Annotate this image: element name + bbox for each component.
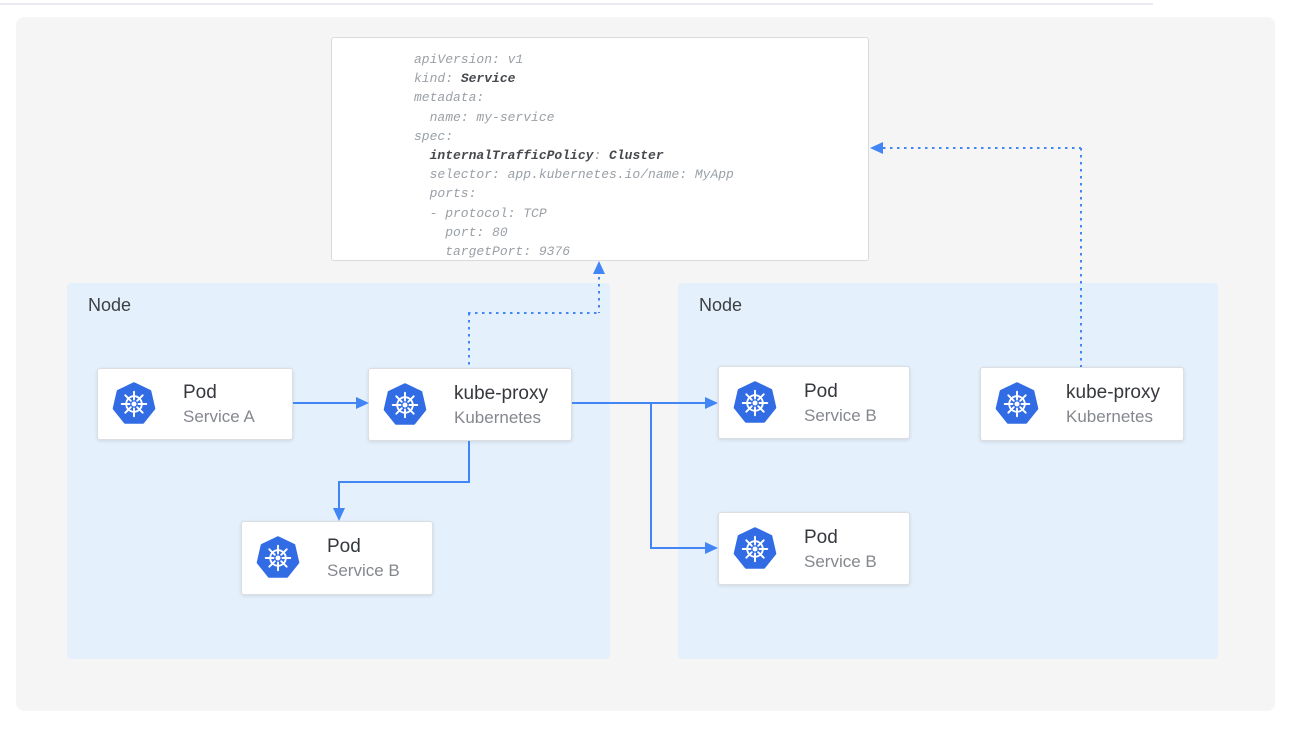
service-yaml-card: apiVersion: v1kind: Servicemetadata: nam… xyxy=(331,37,869,261)
yaml-code-line: kind: Service xyxy=(414,69,868,88)
card-subtitle: Service B xyxy=(327,560,400,581)
kubernetes-helm-icon xyxy=(733,527,777,571)
node-right: Node xyxy=(678,283,1218,659)
card-title: kube-proxy xyxy=(1066,381,1160,404)
yaml-code-line: ports: xyxy=(414,184,868,203)
yaml-code-block: apiVersion: v1kind: Servicemetadata: nam… xyxy=(414,50,868,261)
dotted-kube-proxy-right-up xyxy=(1080,148,1082,367)
card-subtitle: Kubernetes xyxy=(1066,406,1160,427)
arrowhead-into-yaml-right xyxy=(870,142,883,154)
card-subtitle: Service B xyxy=(804,405,877,426)
dotted-run-right xyxy=(468,312,600,314)
card-subtitle: Service B xyxy=(804,551,877,572)
kubernetes-helm-icon xyxy=(112,382,156,426)
connector-kube-proxy-to-right-node xyxy=(572,402,706,404)
yaml-code-line: apiVersion: v1 xyxy=(414,50,868,69)
kubernetes-helm-icon xyxy=(733,381,777,425)
card-title: Pod xyxy=(183,381,255,404)
dotted-kube-proxy-left-up xyxy=(468,313,470,368)
arrowhead-into-pod-b-right-top xyxy=(705,397,718,409)
node-left: Node xyxy=(67,283,610,659)
connector-branch-right xyxy=(650,547,706,549)
kubernetes-helm-icon xyxy=(383,383,427,427)
kubernetes-helm-icon xyxy=(995,382,1039,426)
connector-kube-proxy-down xyxy=(468,441,470,483)
card-subtitle: Kubernetes xyxy=(454,407,548,428)
node-left-label: Node xyxy=(88,295,131,316)
yaml-code-line: port: 80 xyxy=(414,223,868,242)
card-title: kube-proxy xyxy=(454,382,548,405)
card-title: Pod xyxy=(804,380,877,403)
yaml-code-line: spec: xyxy=(414,127,868,146)
arrowhead-into-pod-b-left xyxy=(333,508,345,521)
connector-drop-to-pod-b-left xyxy=(338,481,340,510)
top-divider-line xyxy=(0,3,1153,5)
connector-branch-down xyxy=(650,402,652,549)
pod-service-b-right-top-card: Pod Service B xyxy=(718,366,910,439)
kubernetes-helm-icon xyxy=(256,536,300,580)
connector-kube-proxy-left-run xyxy=(338,481,470,483)
kube-proxy-right-card: kube-proxy Kubernetes xyxy=(980,367,1184,441)
pod-service-b-left-card: Pod Service B xyxy=(241,521,433,595)
yaml-code-line: name: my-service xyxy=(414,108,868,127)
yaml-code-line: selector: app.kubernetes.io/name: MyApp xyxy=(414,165,868,184)
dotted-run-left xyxy=(883,147,1081,149)
pod-service-a-card: Pod Service A xyxy=(97,368,293,440)
arrowhead-into-pod-b-right-bottom xyxy=(705,542,718,554)
card-title: Pod xyxy=(327,535,400,558)
yaml-code-line: internalTrafficPolicy: Cluster xyxy=(414,146,868,165)
connector-pod-a-to-kube-proxy xyxy=(293,402,359,404)
arrowhead-into-kube-proxy-left xyxy=(356,397,369,409)
card-subtitle: Service A xyxy=(183,406,255,427)
diagram-panel: apiVersion: v1kind: Servicemetadata: nam… xyxy=(16,17,1275,711)
card-title: Pod xyxy=(804,526,877,549)
arrowhead-into-yaml-bottom xyxy=(593,261,605,274)
pod-service-b-right-bottom-card: Pod Service B xyxy=(718,512,910,585)
yaml-code-line: - protocol: TCP xyxy=(414,204,868,223)
yaml-code-line: metadata: xyxy=(414,88,868,107)
kube-proxy-left-card: kube-proxy Kubernetes xyxy=(368,368,572,441)
node-right-label: Node xyxy=(699,295,742,316)
dotted-up-to-yaml xyxy=(598,270,600,313)
yaml-code-line: targetPort: 9376 xyxy=(414,242,868,261)
